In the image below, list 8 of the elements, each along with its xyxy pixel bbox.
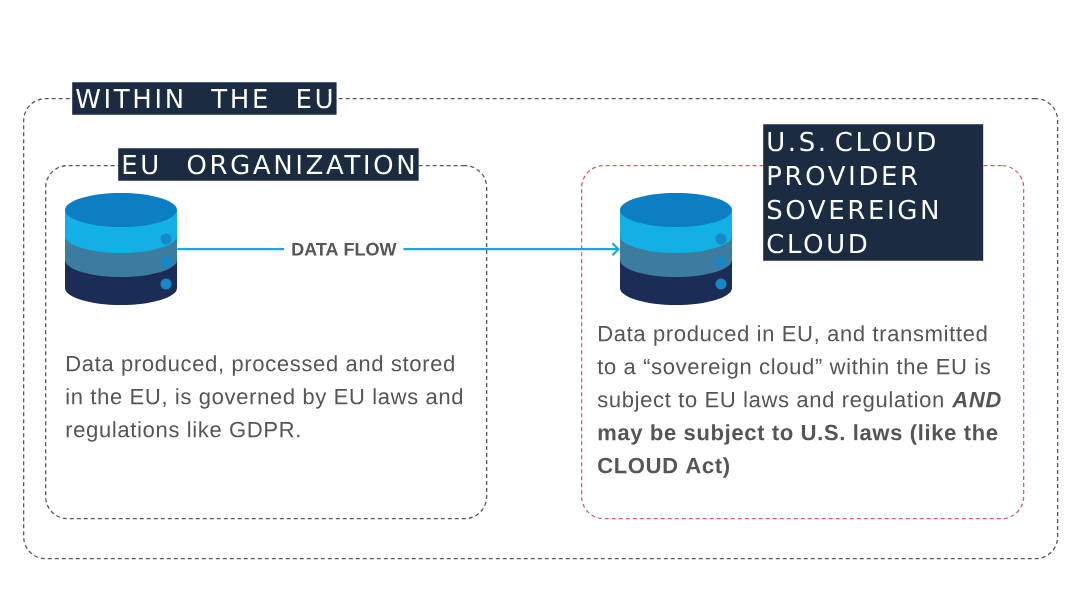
database-icon (65, 193, 177, 305)
edge-label: DATA FLOW (284, 239, 404, 259)
heading-label: EU ORGANIZATION (118, 148, 419, 181)
body-text: Data produced in EU, and transmitted to a “sovereign cloud” within the EU is subject to EU laws and regulation AND may be subject to U.S. laws (like the CLOUD Act) (597, 325, 1001, 478)
heading-label: U.S. CLOUD PROVIDER SOVEREIGN CLOUD (763, 124, 984, 261)
body-text: Data produced, processed and stored in the EU, is governed by EU laws and regulations like GDPR. (66, 355, 463, 442)
heading-label: WITHIN THE EU (72, 82, 337, 115)
database-icon (620, 193, 732, 305)
